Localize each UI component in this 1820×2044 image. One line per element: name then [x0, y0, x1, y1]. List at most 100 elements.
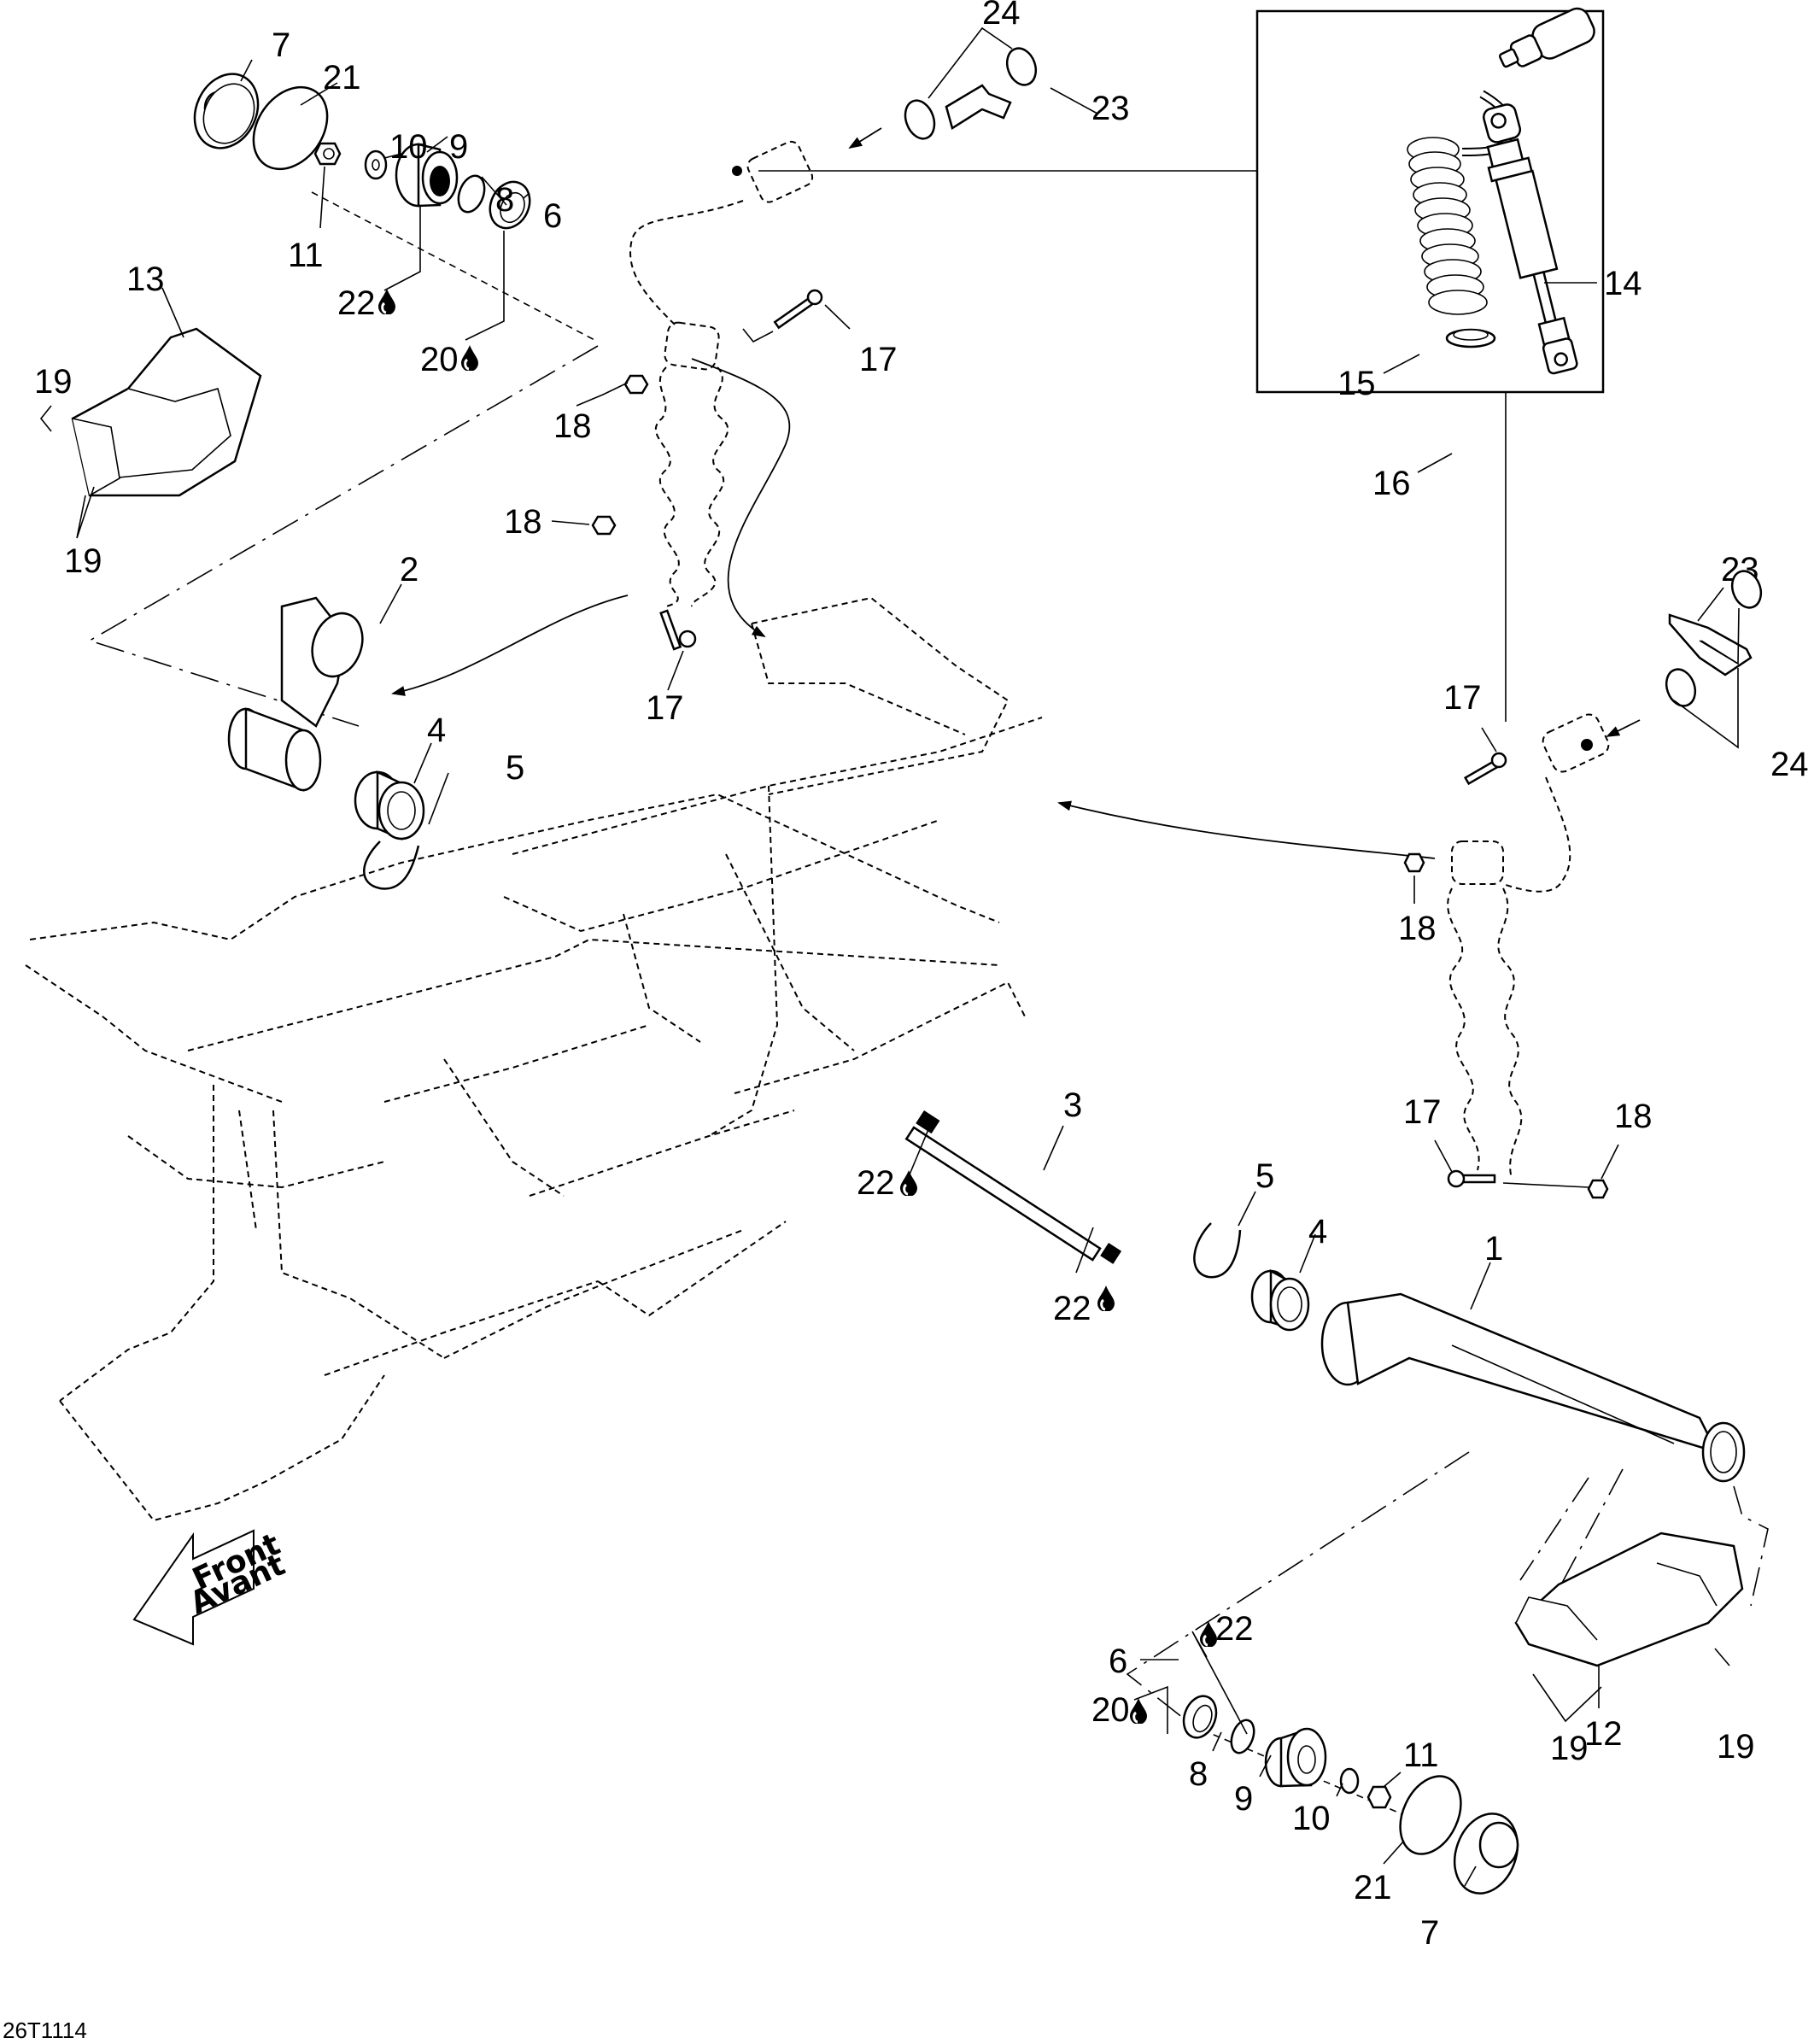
bracket-23-top — [945, 84, 1012, 130]
clamp-ring-part-21-bottom — [1399, 1775, 1462, 1855]
bottom-right-hub-assembly — [1182, 1695, 1519, 1895]
callout-17-top: 17 — [859, 341, 898, 378]
shock-absorber-part — [1461, 7, 1595, 375]
callout-18-right-bottom: 18 — [1614, 1098, 1653, 1135]
retaining-ring-part-8-bottom — [1230, 1719, 1255, 1754]
callout-19-bottom-a: 19 — [1550, 1730, 1589, 1767]
vehicle-frame-ghost — [25, 596, 1043, 1522]
shock-reservoir-ghost — [629, 140, 814, 325]
inset-detail-box: 14 15 — [758, 7, 1642, 722]
hub-cap-part-7-bottom — [1453, 1813, 1519, 1895]
callout-20-top: 20 — [420, 341, 459, 378]
callout-6-top: 6 — [543, 197, 562, 235]
circlip-part-5-left — [363, 840, 420, 890]
callout-17-right-top: 17 — [1443, 679, 1482, 717]
callout-18-top-b: 18 — [504, 503, 542, 541]
nut-18-right-top — [1403, 852, 1425, 873]
callout-7-bottom: 7 — [1420, 1914, 1439, 1952]
guard-part-12 — [1514, 1532, 1744, 1667]
callout-10-top: 10 — [389, 128, 428, 166]
front-direction-arrow: Front Avant — [132, 1527, 290, 1646]
bearing-part-4-center — [1250, 1268, 1310, 1332]
bolt-17-lower — [659, 609, 697, 651]
callout-17-top-b: 17 — [646, 689, 684, 727]
callout-19-bottom-b: 19 — [1717, 1728, 1755, 1766]
nut-18-right-bottom — [1587, 1179, 1609, 1199]
bearing-part-4 — [354, 770, 425, 840]
callout-11-top: 11 — [288, 237, 324, 274]
hub-part — [395, 143, 459, 208]
leader-16 — [1417, 453, 1453, 473]
drop-icon — [461, 345, 478, 371]
callout-3: 3 — [1063, 1086, 1082, 1124]
callout-18-top-a: 18 — [553, 407, 592, 445]
callout-20-bottom: 20 — [1091, 1691, 1130, 1729]
hub-cap-part — [193, 73, 260, 149]
spring-seat-part — [1445, 328, 1496, 348]
callout-11-bottom: 11 — [1403, 1737, 1439, 1774]
nut-18-top — [623, 374, 649, 395]
callout-22-center-b: 22 — [1053, 1290, 1091, 1327]
callout-5-center: 5 — [1255, 1157, 1274, 1195]
callout-21-bottom: 21 — [1354, 1869, 1392, 1906]
bracket-part-2 — [227, 596, 364, 792]
callout-6-bottom: 6 — [1109, 1643, 1127, 1680]
hex-nut-part-11-bottom — [1366, 1785, 1392, 1809]
callout-19-topleft-b: 19 — [64, 542, 102, 580]
guard-part-13 — [71, 327, 262, 497]
callout-4-left: 4 — [427, 712, 446, 749]
callout-22-center-a: 22 — [857, 1164, 895, 1202]
callout-22-top: 22 — [337, 284, 376, 322]
callout-22-bottom: 22 — [1215, 1610, 1254, 1648]
shock-absorber-ghost-top — [654, 321, 729, 607]
seal-part-6-bottom — [1182, 1695, 1218, 1739]
callout-1: 1 — [1484, 1230, 1503, 1268]
callout-2: 2 — [400, 551, 418, 589]
callout-23-top: 23 — [1091, 90, 1130, 127]
clamp-24-right-b — [1665, 668, 1697, 707]
drop-icon — [378, 289, 395, 314]
retaining-ring-part — [457, 174, 486, 214]
nut-18-mid — [591, 515, 617, 536]
callout-16: 16 — [1372, 465, 1411, 502]
callout-13: 13 — [126, 261, 165, 298]
coil-spring-part — [1407, 137, 1488, 315]
swing-arm-part-1 — [1320, 1292, 1746, 1483]
drop-icon — [900, 1170, 917, 1196]
clamp-24-top — [904, 47, 1038, 140]
callout-17-right-bottom: 17 — [1403, 1093, 1442, 1131]
callout-9-bottom: 9 — [1234, 1780, 1253, 1818]
top-left-hub-assembly — [193, 73, 599, 343]
callout-8-top: 8 — [495, 181, 514, 219]
callout-15: 15 — [1337, 365, 1376, 402]
callout-21-top: 21 — [323, 59, 361, 97]
leader-15 — [1383, 354, 1420, 374]
callout-24-top: 24 — [982, 0, 1021, 32]
drawing-id: 26T1114 — [3, 2018, 87, 2043]
bolt-17-right-top — [1463, 752, 1507, 786]
hex-nut-part — [313, 142, 342, 166]
callout-24-right: 24 — [1770, 746, 1809, 783]
clamp-24-right-a — [1730, 570, 1763, 609]
callout-10-bottom: 10 — [1292, 1800, 1331, 1837]
drop-icon — [1130, 1698, 1147, 1724]
shock-absorber-ghost-right — [1447, 713, 1610, 1180]
callout-14: 14 — [1604, 265, 1642, 302]
seal-part — [489, 180, 531, 230]
washer-part — [364, 149, 388, 180]
callout-8-bottom: 8 — [1189, 1755, 1208, 1793]
bolt-17-right-bottom — [1447, 1169, 1496, 1188]
callout-19-topleft-a: 19 — [34, 363, 73, 401]
leader-7 — [240, 59, 253, 82]
circlip-part-5-center — [1193, 1222, 1242, 1279]
shaft-part-3 — [904, 1110, 1122, 1264]
callout-5-left: 5 — [506, 749, 524, 787]
callout-9-top: 9 — [449, 128, 468, 166]
callout-18-right-top: 18 — [1398, 910, 1437, 947]
callout-12: 12 — [1584, 1715, 1623, 1753]
washer-part-10-bottom — [1339, 1767, 1360, 1795]
clamp-ring-part — [252, 85, 329, 171]
callout-4-center: 4 — [1308, 1213, 1327, 1250]
